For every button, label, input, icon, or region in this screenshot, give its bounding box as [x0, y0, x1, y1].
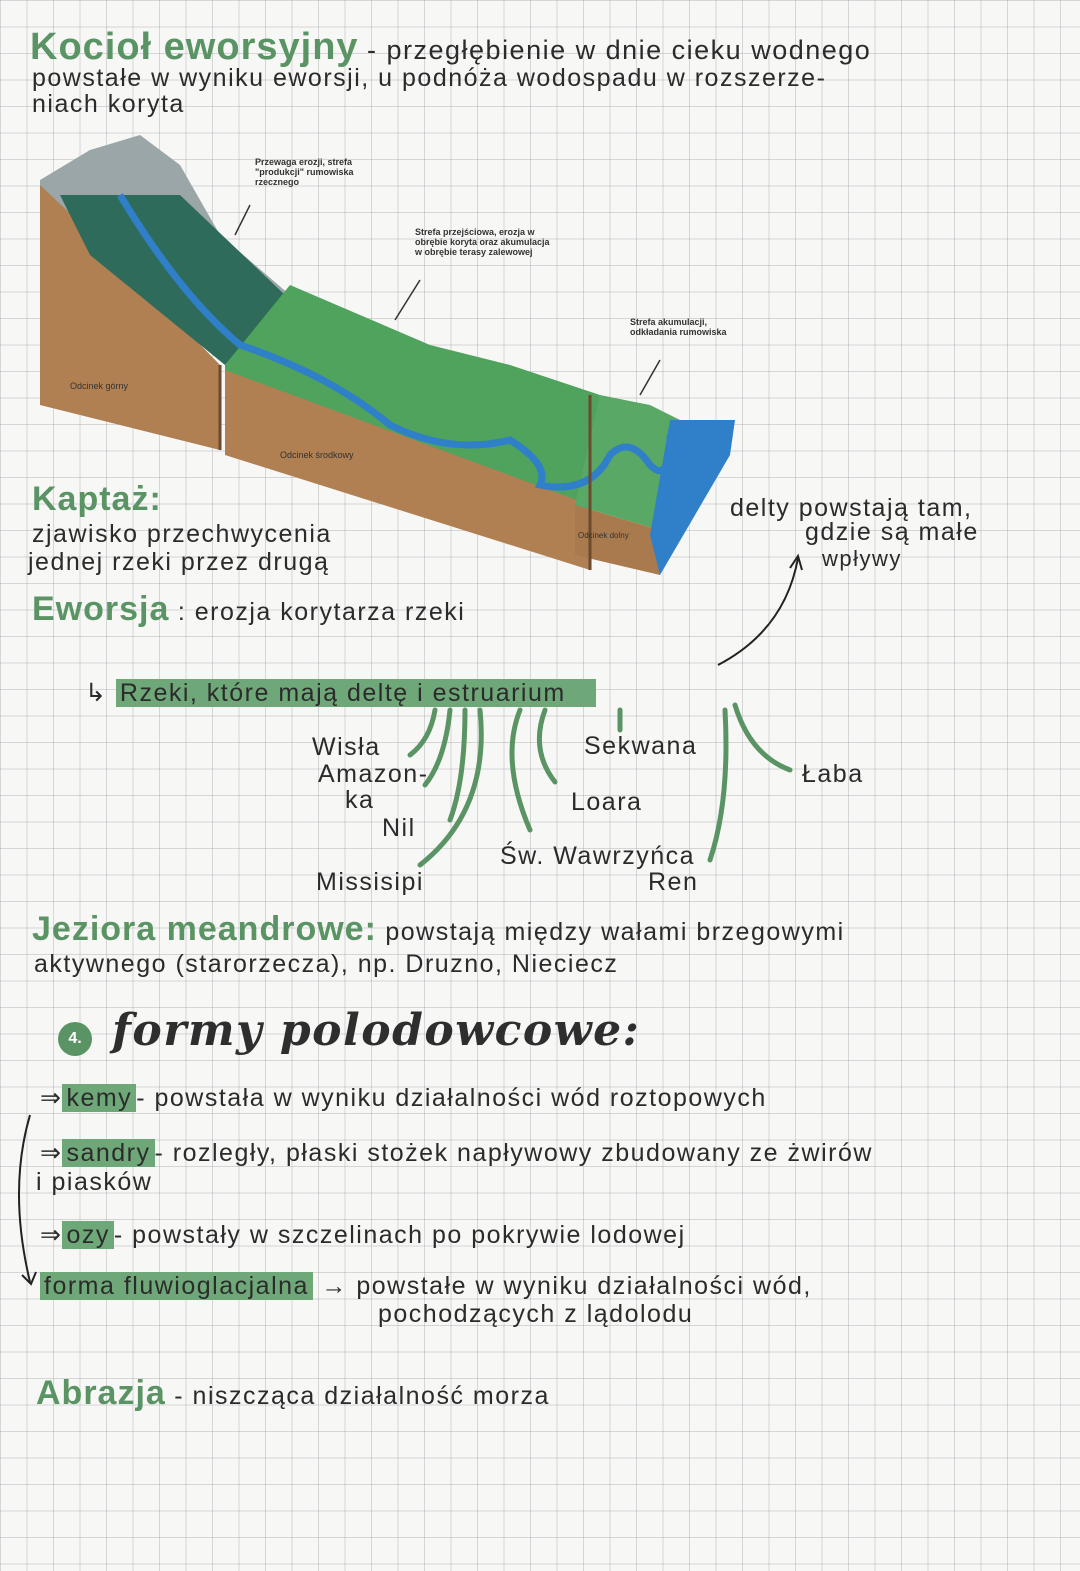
river-loara: Loara [571, 788, 643, 816]
form-text: → powstałe w wyniku działalności wód, [321, 1272, 812, 1300]
label-upper-section: Odcinek górny [70, 381, 129, 391]
forest [60, 195, 285, 365]
rivers-heading-text: Rzeki, które mają deltę i estruarium [115, 679, 596, 707]
soil-middle [225, 365, 590, 570]
form-term: forma fluwioglacjalna [40, 1272, 313, 1300]
river-amazonka-1: Amazon- [318, 760, 429, 788]
rivers-heading: ↳ Rzeki, które mają deltę i estruarium [85, 678, 596, 708]
section-number-badge: 4. [58, 1022, 92, 1056]
label-transition: Strefa przejściowa, erozja w obrębie kor… [415, 227, 550, 257]
kaptaz-line2: jednej rzeki przez drugą [28, 548, 330, 576]
intro: Kocioł eworsyjny - przegłębienie w dnie … [30, 26, 871, 69]
form-item-ozy: ⇒ozy- powstały w szczelinach po pokrywie… [40, 1221, 686, 1249]
intro-line2: powstałe w wyniku eworsji, u podnóża wod… [32, 64, 827, 92]
form-item-fluwioglacjalna-cont: pochodzących z lądolodu [378, 1300, 694, 1328]
river [116, 193, 674, 491]
river-missisipi: Missisipi [316, 868, 424, 896]
river-nil: Nil [382, 814, 416, 842]
definition: - przegłębienie w dnie cieku wodnego [367, 35, 872, 65]
label-lower-section: Odcinek dolny [578, 531, 629, 540]
soil-lower [575, 505, 660, 575]
eworsja: Eworsja : erozja korytarza rzeki [32, 590, 465, 629]
lakes: Jeziora meandrowe: powstają między wałam… [32, 910, 845, 949]
form-item-sandry: ⇒sandry- rozległy, płaski stożek napływo… [40, 1139, 873, 1167]
grass-middle [225, 285, 600, 505]
river-laba: Łaba [802, 760, 864, 788]
form-item-kemy: ⇒kemy- powstała w wyniku działalności wó… [40, 1084, 767, 1112]
form-text: - powstały w szczelinach po pokrywie lod… [113, 1221, 686, 1249]
term-kaptaz: Kaptaż: [32, 480, 162, 518]
river-profile-diagram: Przewaga erozji, strefa "produkcji" rumo… [30, 135, 750, 575]
label-accumulation: Strefa akumulacji, odkładania rumowiska [630, 317, 727, 337]
form-item-fluwioglacjalna: forma fluwioglacjalna → powstałe w wynik… [40, 1272, 812, 1301]
lakes-line2: aktywnego (starorzecza), np. Druzno, Nie… [34, 950, 619, 978]
river-wisla: Wisła [312, 733, 381, 761]
abrazja-definition: - niszcząca działalność morza [174, 1382, 550, 1410]
soil-upper [40, 180, 220, 450]
term-eworsja: Eworsja [32, 590, 170, 628]
form-term: sandry [62, 1139, 155, 1167]
form-text: - powstała w wyniku działalności wód roz… [136, 1084, 767, 1112]
form-term: kemy [62, 1084, 137, 1112]
abrazja: Abrazja - niszcząca działalność morza [36, 1374, 550, 1413]
delta-note-line1: delty powstają tam, [730, 494, 973, 522]
delta-note-line2: gdzie są małe [805, 518, 979, 546]
term-jeziora: Jeziora meandrowe: [32, 910, 377, 948]
river-sw-wawrzynca: Św. Wawrzyńca [500, 842, 696, 870]
delta-note-line3: wpływy [822, 546, 902, 571]
river-sekwana: Sekwana [584, 732, 698, 760]
diagram-illustration [40, 135, 735, 575]
kaptaz-line1: zjawisko przechwycenia [32, 520, 332, 548]
river-arrows [407, 702, 793, 868]
river-ren: Ren [648, 868, 699, 896]
form-item-sandry-cont: i piasków [36, 1168, 153, 1196]
arrow-icon [717, 553, 803, 666]
label-erosion: Przewaga erozji, strefa "produkcji" rumo… [255, 157, 354, 187]
label-middle-section: Odcinek środkowy [280, 450, 354, 460]
river-amazonka-2: ka [345, 786, 375, 814]
form-term: ozy [62, 1221, 114, 1249]
section-title: formy polodowcowe: [112, 1005, 641, 1056]
term-abrazja: Abrazja [36, 1374, 166, 1412]
form-text: - rozległy, płaski stożek napływowy zbud… [154, 1139, 873, 1167]
bracket-arrow [18, 1114, 37, 1286]
term-kociol: Kocioł eworsyjny [30, 26, 359, 68]
lakes-line1: powstają między wałami brzegowymi [385, 918, 845, 946]
intro-line3: niach koryta [32, 90, 185, 118]
eworsja-definition: : erozja korytarza rzeki [177, 598, 466, 626]
